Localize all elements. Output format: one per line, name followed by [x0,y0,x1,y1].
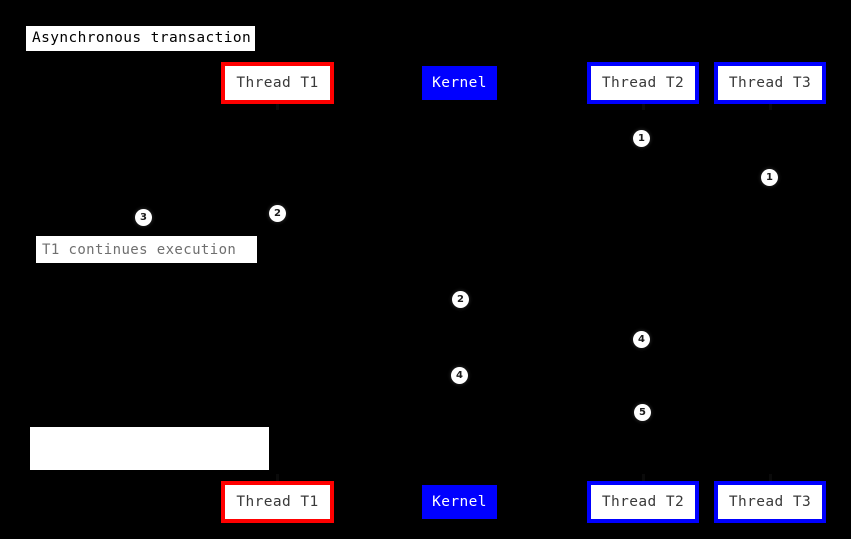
step-number: 3 [140,211,147,223]
badge-kernel-2-badge: 2 [452,291,469,308]
participant-label: Thread T1 [236,494,319,510]
participant-label: Kernel [432,75,487,91]
participant-label: Thread T3 [728,494,812,510]
participant-thread-t2-top[interactable]: Thread T2 [587,62,699,104]
badge-kernel-4-badge: 4 [451,367,468,384]
participant-label: Thread T2 [601,494,685,510]
nub-t1-bottom [276,474,279,482]
badge-t2-1-badge: 1 [633,130,650,147]
badge-t2-4-badge: 4 [633,331,650,348]
nub-t1-top [276,103,279,110]
badge-t2-5-badge: 5 [634,404,651,421]
step-number: 2 [274,207,281,219]
diagram-title-label: Asynchronous transaction [26,26,255,51]
badge-t3-1-badge: 1 [761,169,778,186]
step-number: 1 [638,132,645,144]
participant-kernel-top[interactable]: Kernel [422,66,497,100]
nub-t2-bottom [642,474,645,482]
step-number: 2 [457,293,464,305]
participant-label: Thread T2 [601,75,685,91]
participant-kernel-bottom[interactable]: Kernel [422,485,497,519]
nub-t3-top [769,103,772,110]
step-number: 5 [639,406,646,418]
note-t1-continues: T1 continues execution [36,236,257,263]
participant-label: Kernel [432,494,487,510]
nub-t2-top [642,103,645,110]
participant-thread-t1-bottom[interactable]: Thread T1 [221,481,334,523]
participant-thread-t3-bottom[interactable]: Thread T3 [714,481,826,523]
note-text: T1 continues execution [42,241,237,258]
participant-thread-t1-top[interactable]: Thread T1 [221,62,334,104]
badge-t1-3-badge: 3 [135,209,152,226]
step-number: 1 [766,171,773,183]
badge-t1-2-badge: 2 [269,205,286,222]
participant-label: Thread T1 [236,75,319,91]
participant-thread-t3-top[interactable]: Thread T3 [714,62,826,104]
note-blank-bottom [30,427,269,470]
step-number: 4 [638,333,645,345]
participant-thread-t2-bottom[interactable]: Thread T2 [587,481,699,523]
step-number: 4 [456,369,463,381]
nub-t3-bottom [769,474,772,482]
participant-label: Thread T3 [728,75,812,91]
